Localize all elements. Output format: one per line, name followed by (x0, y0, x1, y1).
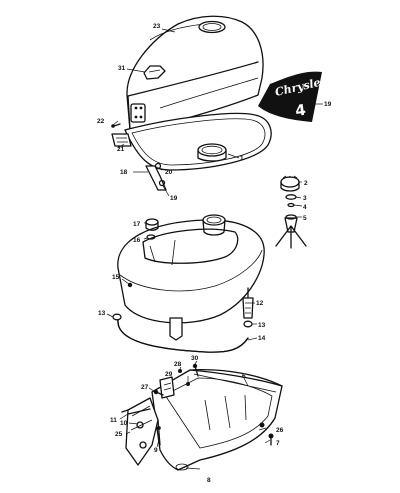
callout-29: 29 (165, 371, 173, 378)
callout-11: 11 (110, 417, 117, 424)
callout-2: 2 (304, 180, 308, 187)
callout-10: 10 (120, 420, 128, 427)
callout-25: 25 (115, 431, 123, 438)
callout-labels: 23 31 22 21 18 1 20 19 19 2 3 4 5 17 16 … (97, 23, 332, 484)
screw-set (127, 363, 274, 446)
callout-8: 8 (207, 477, 211, 484)
callout-14: 14 (258, 335, 266, 342)
callout-17: 17 (133, 221, 141, 228)
top-cowl (126, 15, 264, 131)
callout-24: 23 (153, 23, 161, 30)
callout-26: 26 (276, 427, 284, 434)
cowl-base-frame (124, 112, 272, 191)
callout-15: 15 (112, 274, 120, 281)
callout-31: 31 (118, 65, 126, 72)
lower-cowl (151, 369, 283, 471)
callout-5: 5 (303, 215, 307, 222)
callout-13-right: 13 (258, 322, 266, 329)
callout-20: 19 (170, 195, 178, 202)
decal-number-text: 4 (294, 101, 307, 120)
fitting-16-17 (145, 218, 159, 240)
callout-9: 9 (154, 447, 158, 454)
callout-27: 27 (141, 384, 149, 391)
bracket-plate (111, 123, 132, 147)
callout-4: 4 (303, 204, 307, 211)
callout-16: 16 (133, 237, 141, 244)
fuel-cap-assembly (275, 175, 307, 249)
callout-3: 3 (303, 195, 307, 202)
callout-28: 28 (174, 361, 182, 368)
fuel-tank (117, 214, 265, 341)
callout-23: 22 (97, 118, 105, 125)
callout-7: 7 (276, 440, 280, 447)
callout-21: 20 (165, 169, 173, 176)
callout-6: 6 (242, 373, 246, 380)
lower-bracket (121, 397, 161, 466)
callout-19: 19 (324, 101, 332, 108)
callout-1: 1 (240, 155, 244, 162)
chrysler-decal: Chrysler 4 (258, 71, 329, 122)
callout-22: 21 (117, 146, 125, 153)
fuel-line-assembly (112, 287, 254, 353)
callout-12: 12 (256, 300, 264, 307)
callout-13-left: 13 (98, 310, 106, 317)
callout-30: 30 (191, 355, 199, 362)
callout-18: 18 (120, 169, 128, 176)
leader-lines (106, 28, 323, 470)
